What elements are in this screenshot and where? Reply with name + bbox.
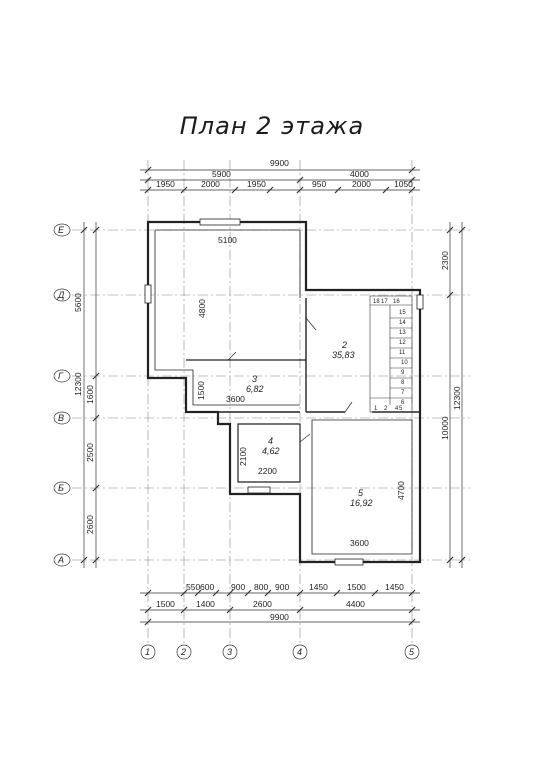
walls	[146, 220, 422, 564]
svg-text:550: 550	[186, 582, 200, 592]
svg-text:4: 4	[297, 647, 302, 657]
dim-left-2600: 2600	[85, 515, 95, 534]
room-dim-3600a: 3600	[226, 394, 245, 404]
row-axis-markers	[53, 223, 71, 567]
room-dim-4700: 4700	[396, 481, 406, 500]
row-axis-labels: Е Д Г В Б А	[57, 225, 65, 565]
room-dim-1500: 1500	[196, 381, 206, 400]
svg-text:1500: 1500	[347, 582, 366, 592]
bottom-dims-row1: 550 600 900 800 900 1450 1500 1450	[186, 582, 404, 592]
svg-text:18: 18	[373, 299, 380, 305]
svg-text:6: 6	[401, 400, 405, 406]
staircase	[369, 295, 413, 413]
plan-title: План 2 этажа	[179, 112, 365, 140]
dim-top-4000: 4000	[350, 169, 369, 179]
dimension-lines	[80, 166, 466, 626]
svg-text:16: 16	[393, 299, 400, 305]
svg-text:1: 1	[145, 647, 150, 657]
svg-text:2: 2	[180, 647, 186, 657]
svg-text:900: 900	[231, 582, 245, 592]
dim-right-12300: 12300	[452, 386, 462, 410]
room-dim-4800: 4800	[197, 299, 207, 318]
svg-text:Б: Б	[58, 483, 64, 493]
room-dim-2200: 2200	[258, 466, 277, 476]
dim-top-e: 2000	[352, 179, 371, 189]
svg-text:2: 2	[341, 340, 347, 350]
svg-text:3: 3	[252, 374, 257, 384]
svg-text:14: 14	[399, 320, 406, 326]
dim-top-overall: 9900	[270, 158, 289, 168]
svg-text:В: В	[58, 413, 64, 423]
svg-text:9: 9	[401, 370, 405, 376]
dim-top-5900: 5900	[212, 169, 231, 179]
svg-text:2: 2	[384, 406, 388, 412]
svg-text:5: 5	[409, 647, 415, 657]
svg-text:Д: Д	[57, 290, 65, 300]
dim-top-f: 1050	[394, 179, 413, 189]
windows	[144, 218, 424, 566]
svg-text:10: 10	[401, 360, 408, 366]
dim-left-5600: 5600	[73, 293, 83, 312]
room-4-label: 4 4,62	[262, 436, 280, 456]
col-axis-markers	[140, 644, 420, 660]
svg-text:5: 5	[358, 488, 364, 498]
svg-text:35,83: 35,83	[332, 350, 355, 360]
dim-left-1600: 1600	[85, 385, 95, 404]
svg-text:12: 12	[399, 340, 406, 346]
dim-bottom-overall: 9900	[270, 612, 289, 622]
svg-text:1500: 1500	[156, 599, 175, 609]
dim-top-a: 1950	[156, 179, 175, 189]
svg-text:5: 5	[399, 406, 403, 412]
svg-text:3: 3	[227, 647, 232, 657]
room-dim-5100: 5100	[218, 235, 237, 245]
svg-text:8: 8	[401, 380, 405, 386]
svg-text:4400: 4400	[346, 599, 365, 609]
svg-text:Е: Е	[58, 225, 65, 235]
svg-text:17: 17	[381, 299, 388, 305]
dim-left-2500: 2500	[85, 443, 95, 462]
dim-right-10000: 10000	[440, 416, 450, 440]
svg-text:4,62: 4,62	[262, 446, 280, 456]
dim-top-d: 950	[312, 179, 326, 189]
svg-text:800: 800	[254, 582, 268, 592]
svg-text:4: 4	[395, 406, 399, 412]
room-5-label: 5 16,92	[350, 488, 373, 508]
dim-left-12300: 12300	[73, 372, 83, 396]
svg-text:1450: 1450	[309, 582, 328, 592]
svg-text:13: 13	[399, 330, 406, 336]
svg-text:16,92: 16,92	[350, 498, 373, 508]
stair-step-numbers: 18 17 16 15 14 13 12 11 10 9 8 7 6 5 4 2…	[373, 299, 408, 412]
svg-text:15: 15	[399, 310, 406, 316]
svg-text:2600: 2600	[253, 599, 272, 609]
svg-text:7: 7	[401, 390, 405, 396]
doors	[227, 317, 353, 443]
svg-text:1400: 1400	[196, 599, 215, 609]
col-axis-labels: 1 2 3 4 5	[145, 647, 415, 657]
room-dim-2100: 2100	[238, 447, 248, 466]
dim-top-b: 2000	[201, 179, 220, 189]
room-3-label: 3 6,82	[246, 374, 264, 394]
svg-text:11: 11	[399, 350, 406, 356]
svg-text:1: 1	[374, 406, 378, 412]
grid-lines	[72, 160, 470, 645]
svg-text:900: 900	[275, 582, 289, 592]
svg-text:Г: Г	[58, 371, 64, 381]
room-2-label: 2 35,83	[332, 340, 355, 360]
dim-right-2300: 2300	[440, 251, 450, 270]
dim-top-c: 1950	[247, 179, 266, 189]
svg-text:6,82: 6,82	[246, 384, 264, 394]
bottom-dims-row2: 1500 1400 2600 4400	[156, 599, 365, 609]
svg-text:1450: 1450	[385, 582, 404, 592]
room-dim-3600b: 3600	[350, 538, 369, 548]
svg-text:4: 4	[268, 436, 273, 446]
svg-text:600: 600	[200, 582, 214, 592]
svg-text:А: А	[57, 555, 64, 565]
